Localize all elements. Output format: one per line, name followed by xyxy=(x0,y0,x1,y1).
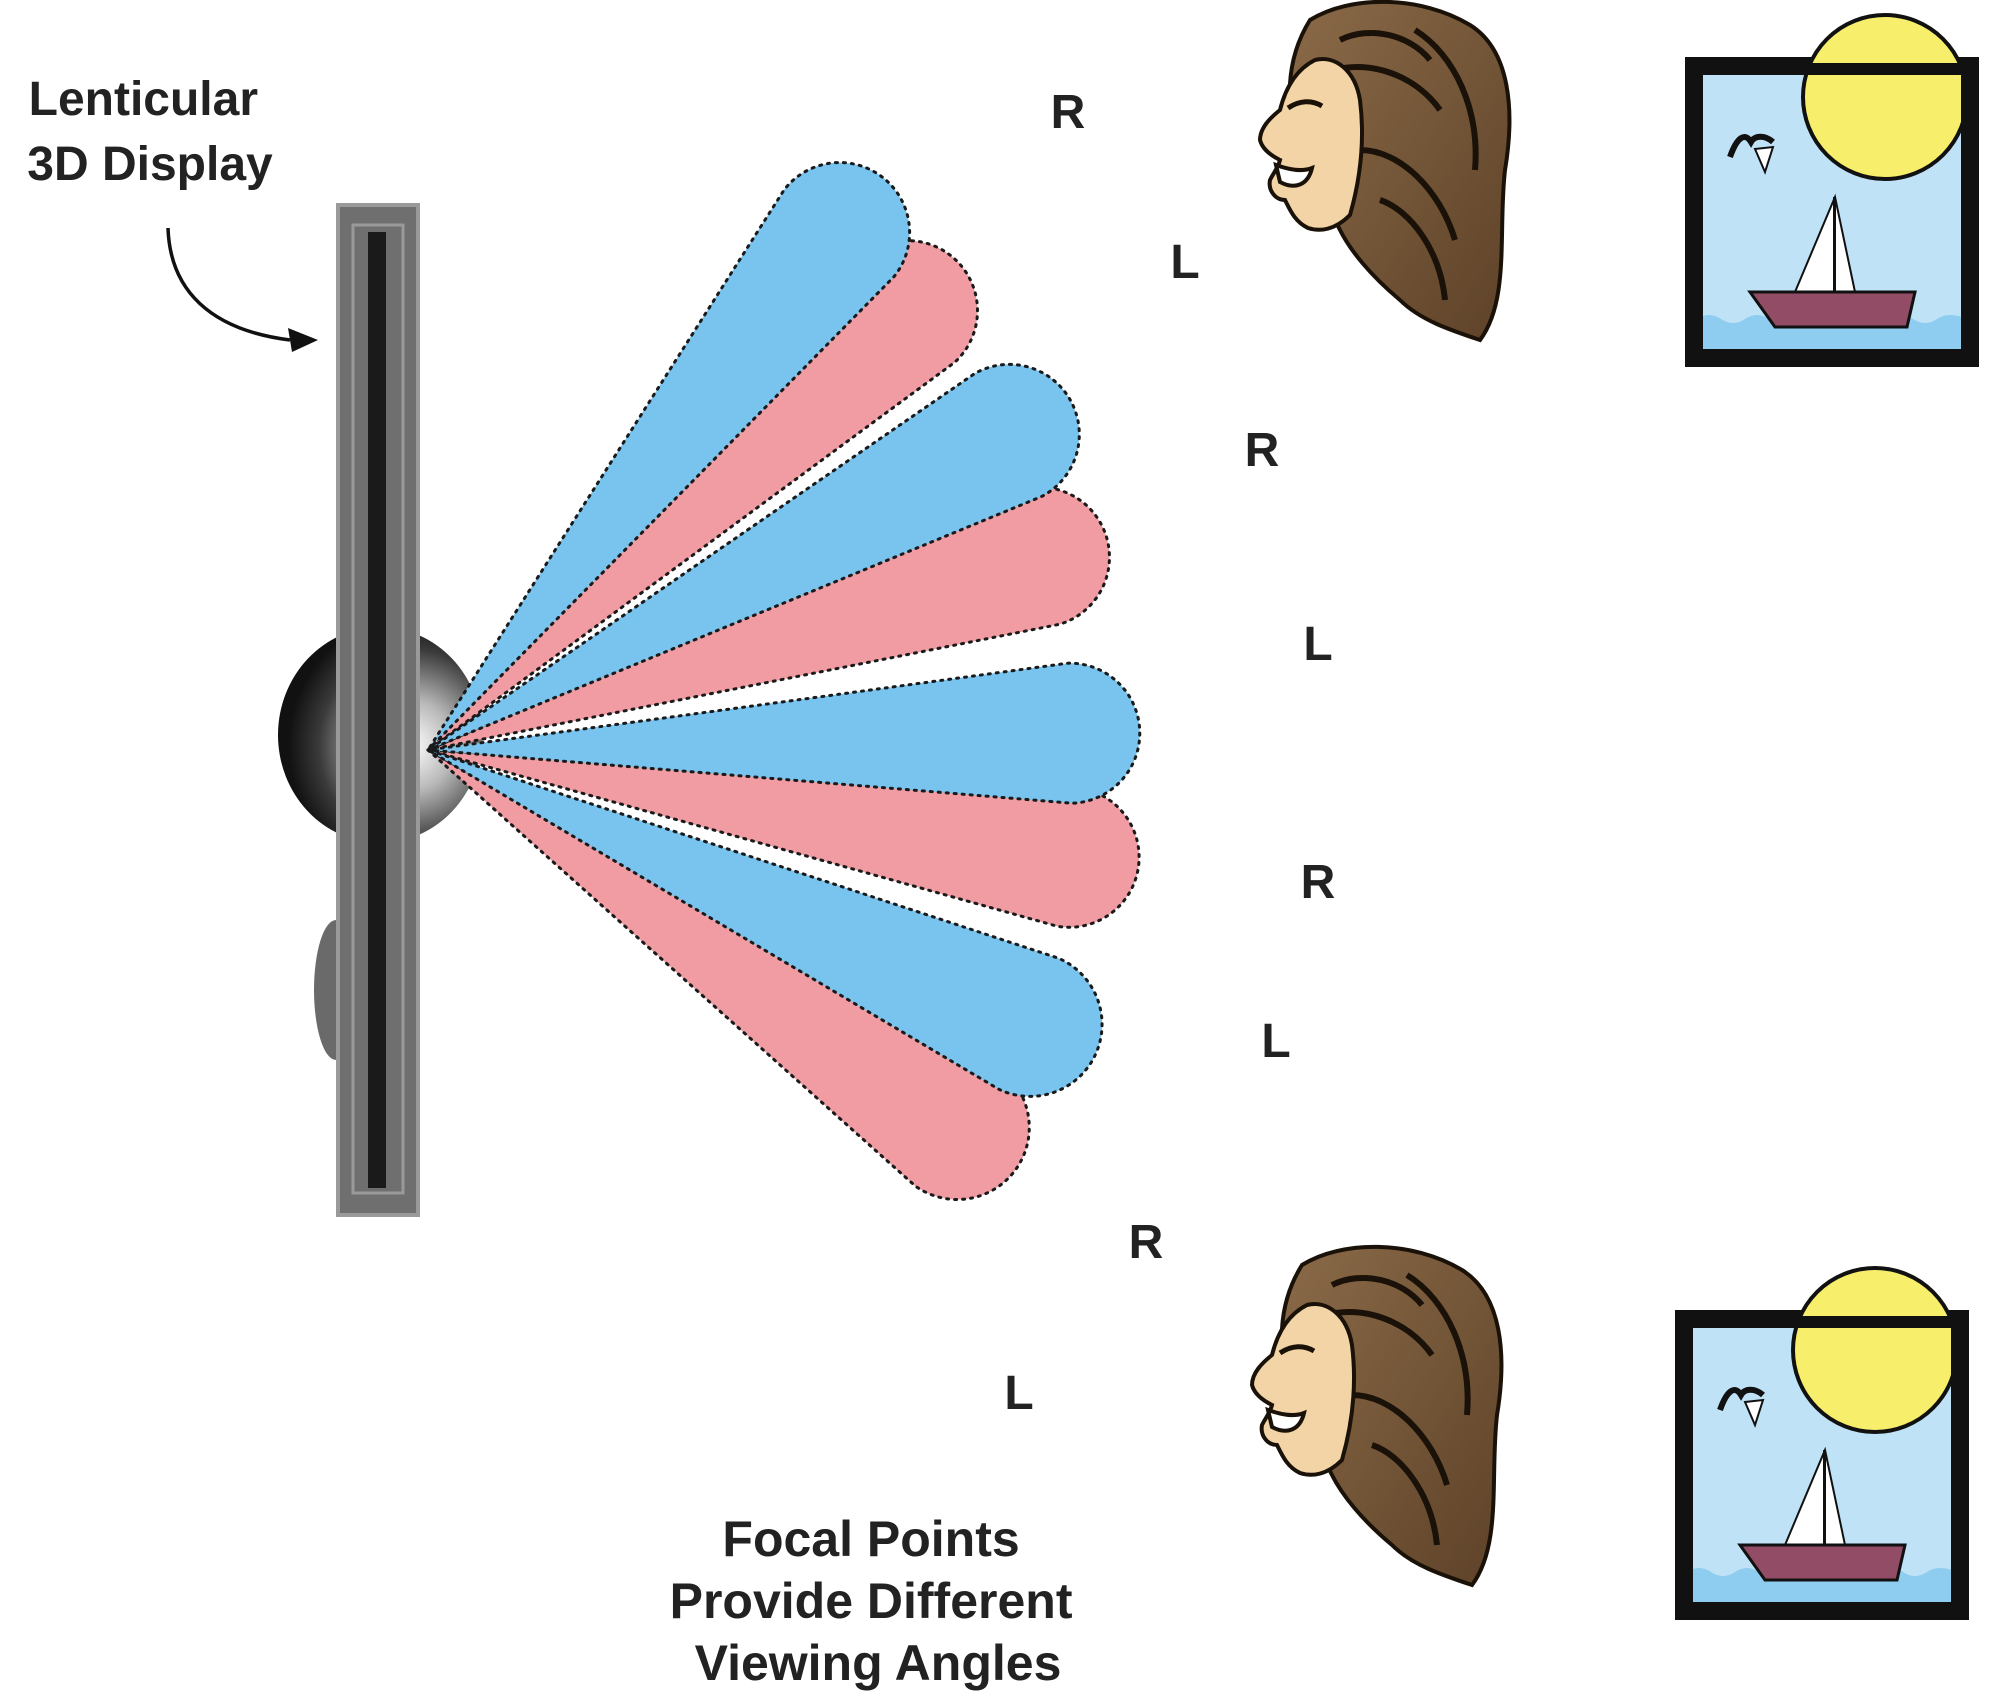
lobe-label: L xyxy=(1004,1367,1033,1420)
lobe-labels: R L R L R L R L xyxy=(1004,86,1335,1420)
lenticular-display-icon xyxy=(336,203,420,1217)
left-eye-lobe xyxy=(426,748,1031,1201)
lobe-label: L xyxy=(1261,1015,1290,1068)
right-eye-lobe xyxy=(427,362,1081,752)
right-eye-lobe xyxy=(427,661,1142,805)
curved-arrow-icon xyxy=(166,227,318,352)
caption: Focal Points Provide Different Viewing A… xyxy=(670,1511,1087,1691)
face-icon xyxy=(1260,2,1509,340)
sailboat-picture-icon xyxy=(1685,15,1979,367)
lobe-label: L xyxy=(1303,618,1332,671)
lobe-label: R xyxy=(1051,86,1086,139)
light-lobes xyxy=(426,161,1142,1201)
left-eye-lobe xyxy=(427,485,1111,752)
face-icon xyxy=(1252,1247,1501,1585)
lobe-label: R xyxy=(1245,424,1280,477)
right-eye-lobe xyxy=(426,161,912,752)
display-title: Lenticular 3D Display xyxy=(27,73,273,191)
lobe-label: R xyxy=(1129,1216,1164,1269)
sailboat-picture-icon xyxy=(1675,1268,1969,1620)
lobe-label: L xyxy=(1170,236,1199,289)
right-eye-lobe xyxy=(427,748,1104,1098)
lobe-label: R xyxy=(1301,856,1336,909)
